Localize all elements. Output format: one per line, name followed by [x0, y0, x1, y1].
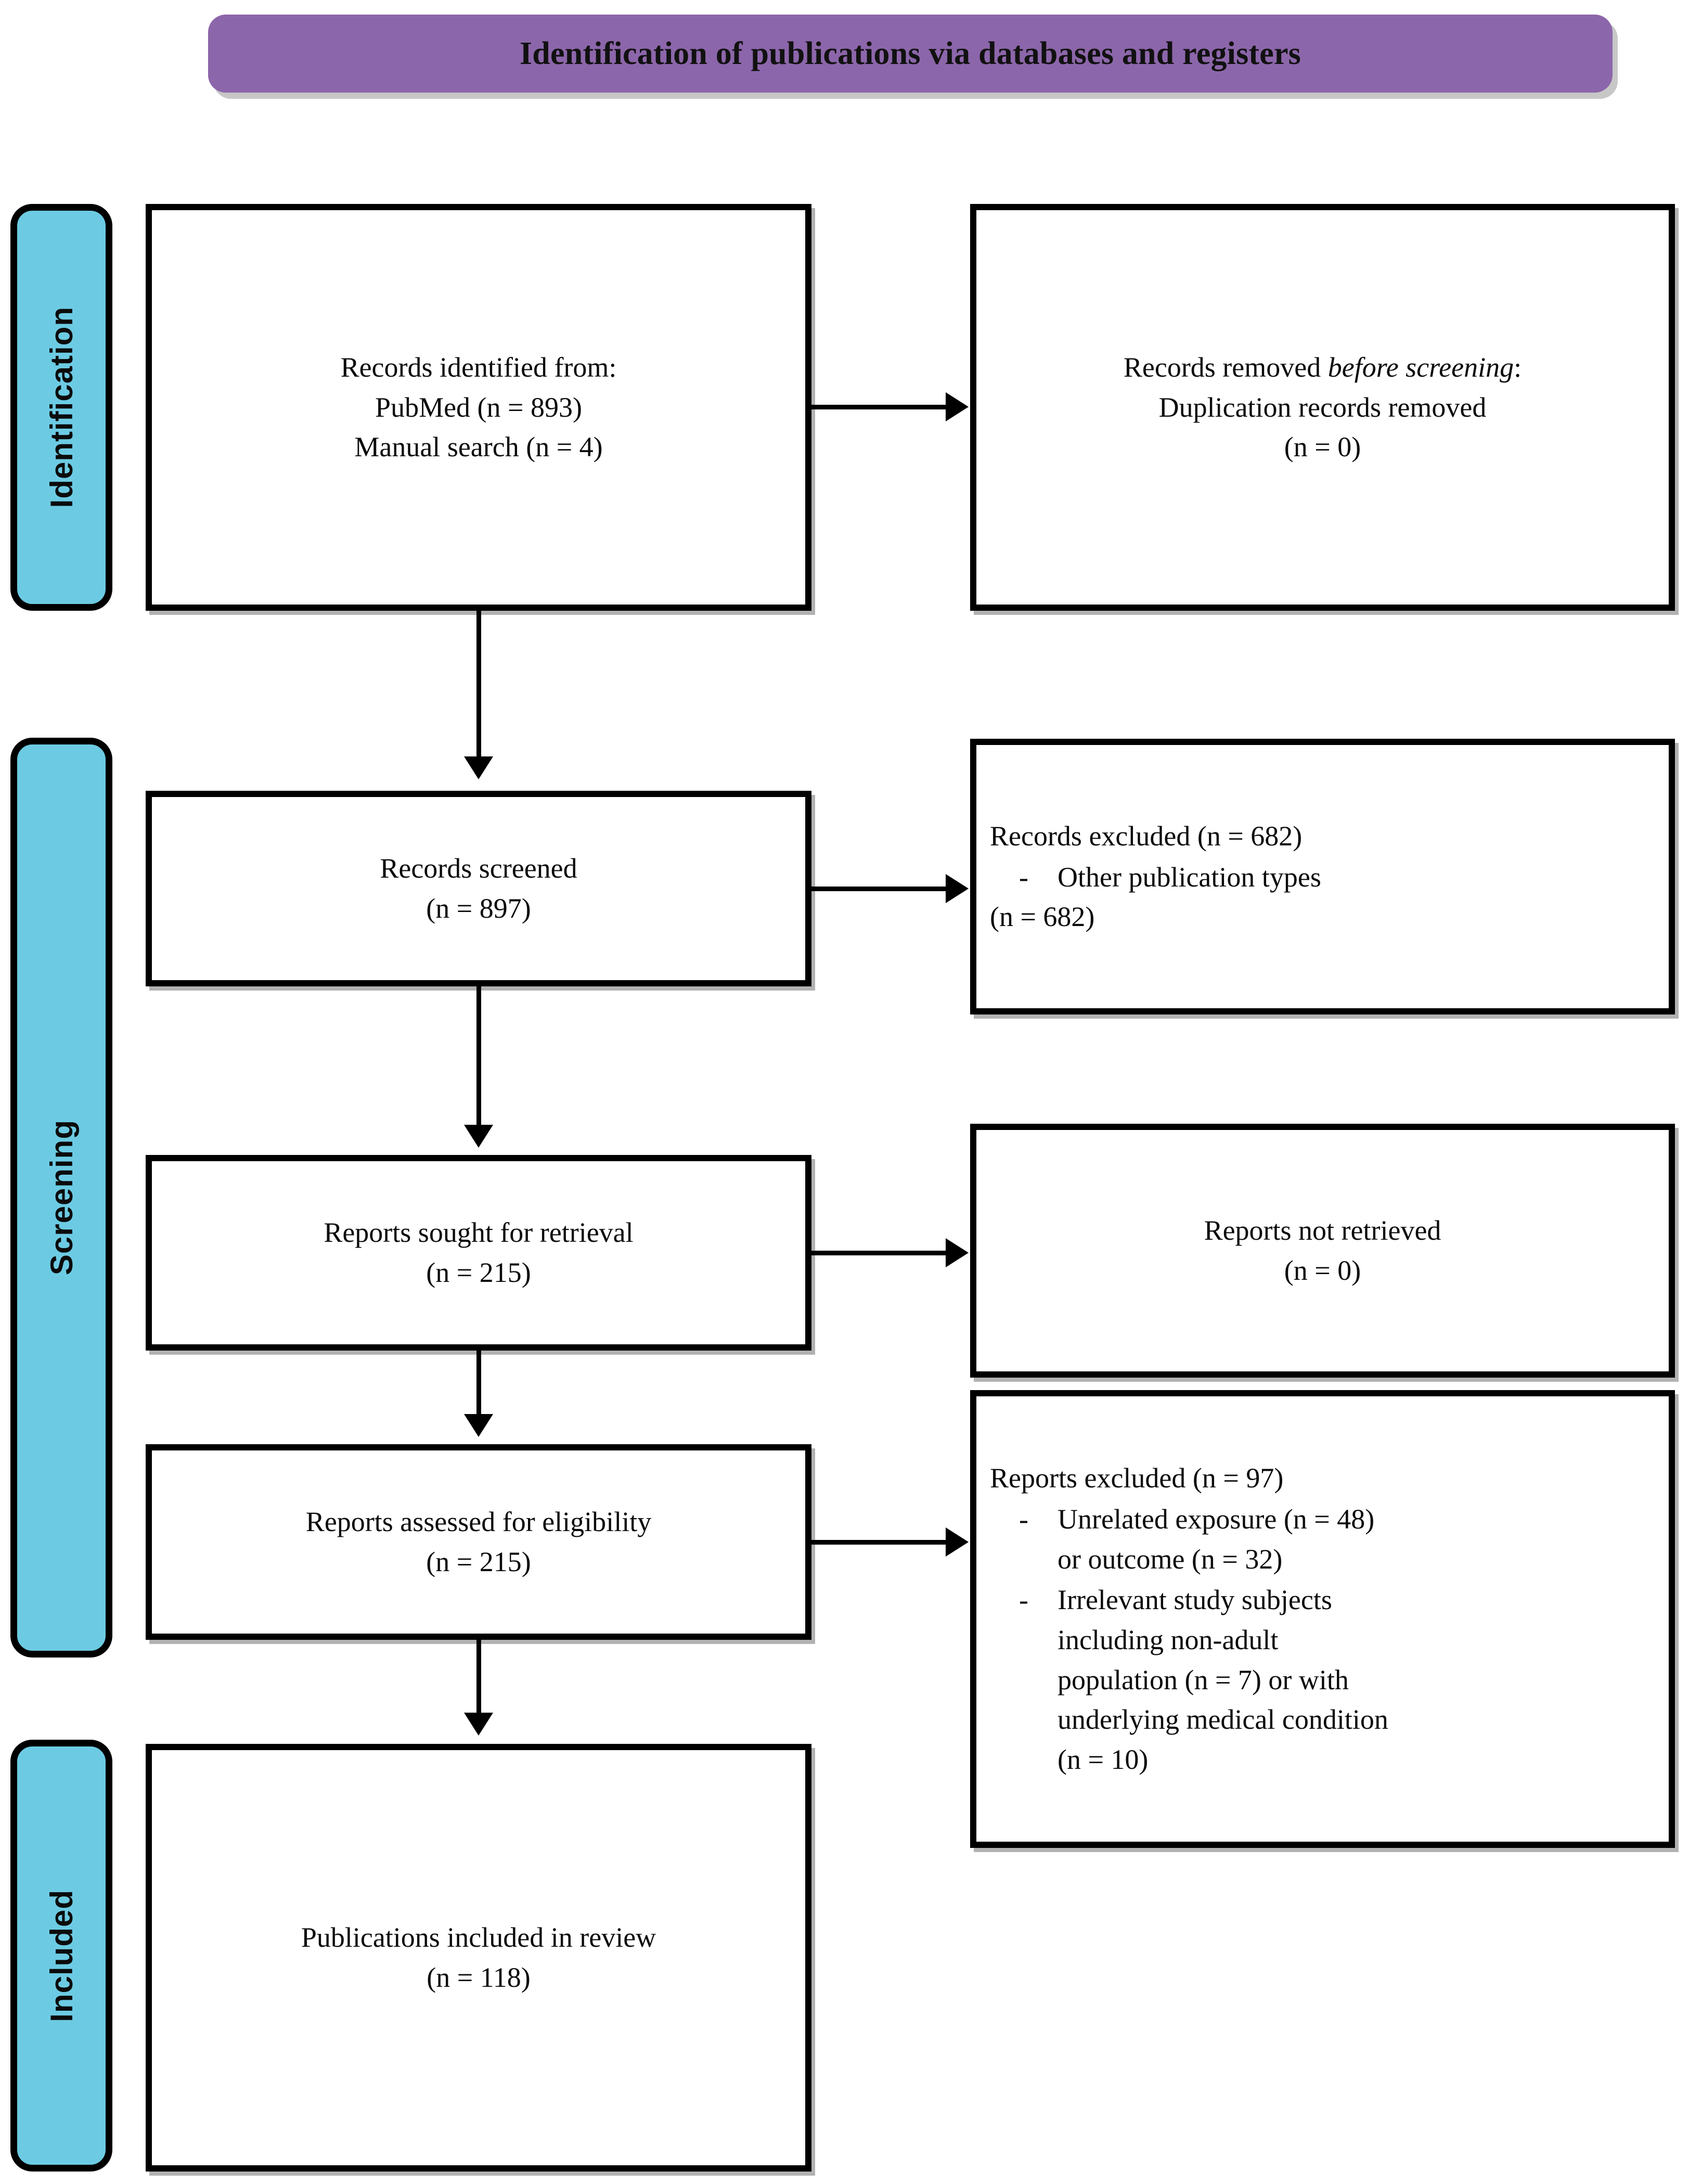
- reports-assessed-line-2: (n = 215): [426, 1546, 531, 1577]
- arrow-identified-to-screened: [464, 756, 493, 779]
- arrow-sought-to-not-retrieved: [946, 1238, 969, 1267]
- records-removed-line-3: (n = 0): [1284, 431, 1361, 463]
- box-reports-excluded: Reports excluded (n = 97) - Unrelated ex…: [970, 1390, 1675, 1848]
- box-records-screened: Records screened (n = 897): [146, 791, 811, 986]
- box-reports-sought-text: Reports sought for retrieval (n = 215): [165, 1213, 792, 1292]
- publications-included-line-2: (n = 118): [427, 1962, 531, 1993]
- box-publications-included-text: Publications included in review (n = 118…: [165, 1918, 792, 1997]
- box-reports-excluded-text: Reports excluded (n = 97) - Unrelated ex…: [990, 1458, 1655, 1779]
- bullet-marker-icon: -: [1019, 1503, 1028, 1535]
- reports-sought-line-2: (n = 215): [426, 1257, 531, 1288]
- bullet-marker-icon: -: [1019, 861, 1028, 893]
- connector-identified-to-screened: [476, 611, 481, 760]
- arrow-assessed-to-excluded: [946, 1527, 969, 1557]
- connector-assessed-to-included: [476, 1640, 481, 1716]
- page-title: Identification of publications via datab…: [519, 35, 1301, 71]
- records-excluded-bullet-1-count: (n = 682): [990, 901, 1095, 933]
- reports-not-retrieved-line-1: Reports not retrieved: [1204, 1215, 1441, 1247]
- box-records-excluded: Records excluded (n = 682) - Other publi…: [970, 739, 1675, 1014]
- bullet-marker-icon: -: [1019, 1584, 1028, 1616]
- connector-assessed-to-excluded: [811, 1540, 948, 1545]
- reports-not-retrieved-line-2: (n = 0): [1284, 1255, 1361, 1286]
- reports-excluded-bullet-1-text: Unrelated exposure (n = 48) or outcome (…: [1058, 1499, 1655, 1579]
- reports-excluded-bullet-2-line-5: (n = 10): [1058, 1744, 1149, 1776]
- records-removed-line-2: Duplication records removed: [1158, 391, 1487, 423]
- reports-excluded-bullet-2-line-2: including non-adult: [1058, 1624, 1279, 1655]
- records-excluded-bullet-1-text: Other publication types: [1058, 861, 1321, 893]
- stage-bar-identification: Identification: [10, 204, 112, 611]
- stage-label-included: Included: [44, 1889, 79, 2022]
- arrow-screened-to-excluded: [946, 874, 969, 903]
- arrow-screened-to-sought: [464, 1125, 493, 1148]
- box-reports-not-retrieved-text: Reports not retrieved (n = 0): [990, 1211, 1655, 1290]
- records-screened-line-1: Records screened: [380, 853, 577, 884]
- records-removed-line-1: Records removed before screening:: [990, 348, 1655, 388]
- box-records-removed: Records removed before screening: Duplic…: [970, 204, 1675, 611]
- reports-excluded-bullet-2-line-4: underlying medical condition: [1058, 1704, 1388, 1736]
- records-removed-line-1-prefix: Records removed: [1123, 351, 1328, 383]
- connector-sought-to-not-retrieved: [811, 1251, 948, 1255]
- reports-excluded-bullet-2: - Irrelevant study subjects including no…: [990, 1580, 1655, 1779]
- box-reports-assessed-text: Reports assessed for eligibility (n = 21…: [165, 1502, 792, 1582]
- records-identified-line-3: Manual search (n = 4): [354, 431, 603, 463]
- records-excluded-heading: Records excluded (n = 682): [990, 820, 1303, 852]
- publications-included-line-1: Publications included in review: [301, 1922, 656, 1954]
- connector-identified-to-removed: [811, 405, 948, 409]
- records-identified-line-2: PubMed (n = 893): [375, 391, 582, 423]
- box-reports-sought: Reports sought for retrieval (n = 215): [146, 1155, 811, 1351]
- reports-excluded-bullet-2-line-3: population (n = 7) or with: [1058, 1664, 1349, 1695]
- box-records-excluded-text: Records excluded (n = 682) - Other publi…: [990, 816, 1655, 937]
- header-banner: Identification of publications via datab…: [208, 15, 1613, 93]
- reports-excluded-bullet-1-line-2: or outcome (n = 32): [1058, 1543, 1283, 1575]
- records-identified-line-1: Records identified from:: [340, 351, 617, 383]
- reports-excluded-bullet-1: - Unrelated exposure (n = 48) or outcome…: [990, 1499, 1655, 1579]
- connector-sought-to-assessed: [476, 1351, 481, 1417]
- box-publications-included: Publications included in review (n = 118…: [146, 1744, 811, 2172]
- reports-excluded-bullet-2-text: Irrelevant study subjects including non-…: [1058, 1580, 1655, 1779]
- arrow-identified-to-removed: [946, 392, 969, 421]
- stage-label-identification: Identification: [44, 306, 79, 508]
- box-records-screened-text: Records screened (n = 897): [165, 849, 792, 928]
- box-records-removed-text: Records removed before screening: Duplic…: [990, 348, 1655, 467]
- reports-assessed-line-1: Reports assessed for eligibility: [305, 1506, 652, 1538]
- box-reports-assessed: Reports assessed for eligibility (n = 21…: [146, 1444, 811, 1640]
- records-excluded-bullet-1: - Other publication types: [990, 857, 1655, 897]
- connector-screened-to-excluded: [811, 887, 948, 891]
- stage-label-screening: Screening: [44, 1120, 79, 1276]
- box-reports-not-retrieved: Reports not retrieved (n = 0): [970, 1124, 1675, 1378]
- box-records-identified-text: Records identified from: PubMed (n = 893…: [165, 348, 792, 467]
- records-removed-line-1-emphasis: before screening: [1327, 351, 1514, 383]
- arrow-assessed-to-included: [464, 1713, 493, 1736]
- connector-screened-to-sought: [476, 986, 481, 1128]
- stage-bar-included: Included: [10, 1740, 112, 2172]
- reports-excluded-heading: Reports excluded (n = 97): [990, 1462, 1284, 1494]
- arrow-sought-to-assessed: [464, 1414, 493, 1437]
- reports-excluded-bullet-1-line-1: Unrelated exposure (n = 48): [1058, 1503, 1375, 1535]
- stage-bar-screening: Screening: [10, 738, 112, 1658]
- reports-excluded-bullet-2-line-1: Irrelevant study subjects: [1058, 1584, 1332, 1616]
- box-records-identified: Records identified from: PubMed (n = 893…: [146, 204, 811, 611]
- records-removed-line-1-suffix: :: [1514, 351, 1522, 383]
- records-screened-line-2: (n = 897): [426, 893, 531, 924]
- reports-sought-line-1: Reports sought for retrieval: [324, 1217, 634, 1249]
